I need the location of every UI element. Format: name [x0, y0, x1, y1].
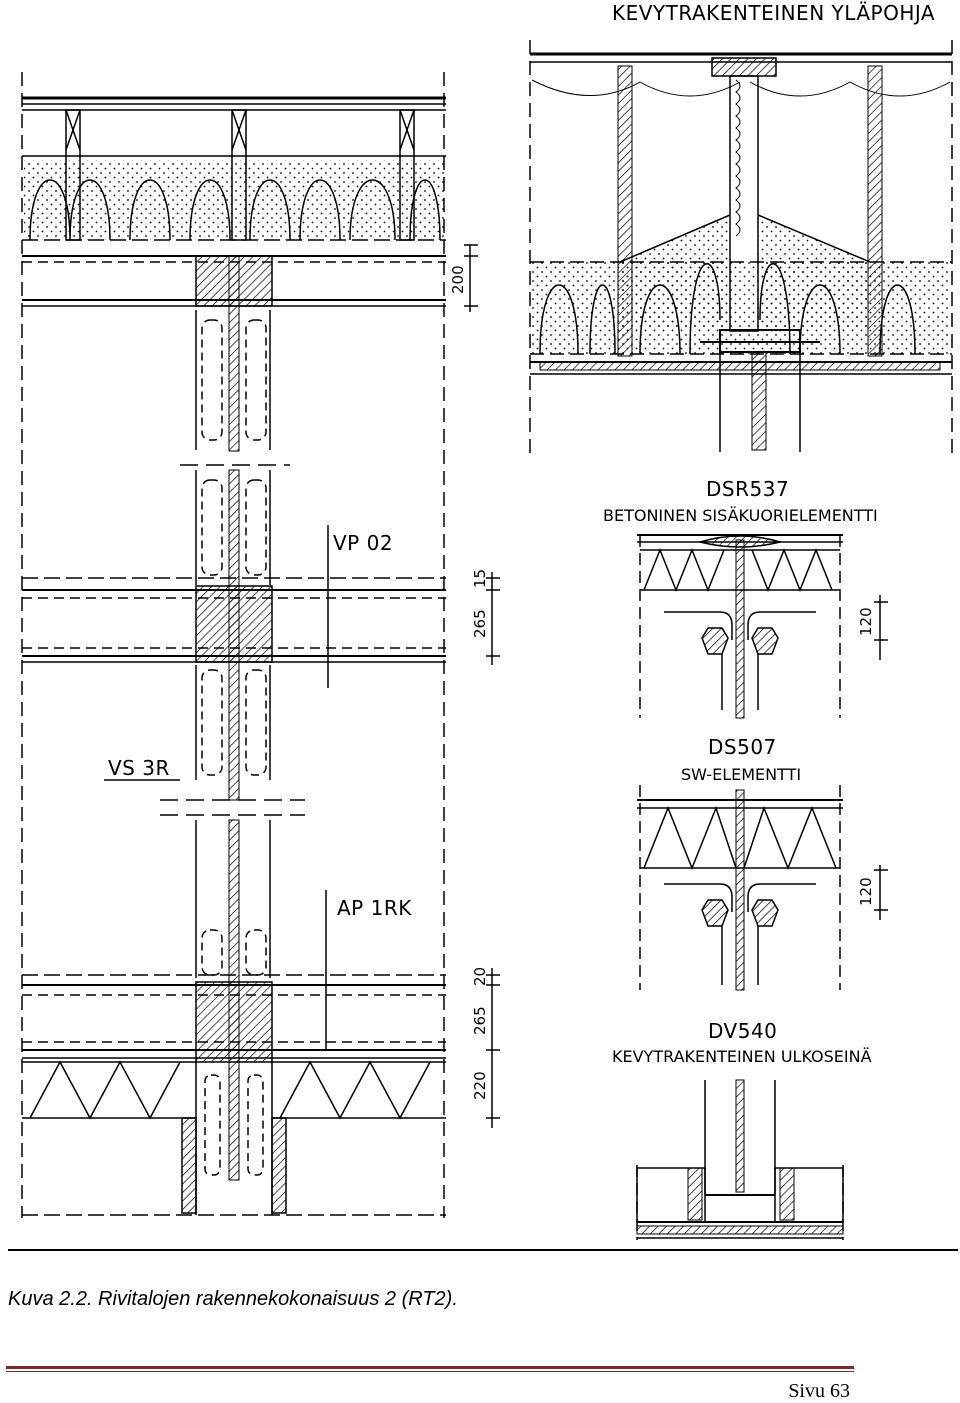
dsr537-name-label: BETONINEN SISÄKUORIELEMENTTI — [603, 506, 878, 525]
ds507-detail-drawing — [637, 785, 888, 991]
dsr537-detail-drawing — [637, 534, 888, 719]
ds507-name-label: SW-ELEMENTTI — [681, 765, 801, 784]
dv540-name-label: KEVYTRAKENTEINEN ULKOSEINÄ — [612, 1047, 872, 1066]
roof-detail-drawing — [529, 40, 953, 455]
ds507-code-label: DS507 — [708, 735, 777, 759]
dimension-15: 15 — [471, 569, 489, 588]
figure-caption: Kuva 2.2. Rivitalojen rakennekokonaisuus… — [8, 1288, 458, 1310]
roof-label: KEVYTRAKENTEINEN YLÄPOHJA — [612, 1, 935, 25]
dsr537-code-label: DSR537 — [706, 477, 789, 501]
dimension-220: 220 — [471, 1071, 489, 1100]
dv540-code-label: DV540 — [708, 1019, 777, 1043]
ap-label: AP 1RK — [337, 896, 412, 920]
dimension-120-ds: 120 — [857, 877, 875, 906]
dimension-lines — [464, 244, 500, 1128]
dimension-20: 20 — [471, 967, 489, 986]
caption-divider — [8, 1249, 958, 1251]
dimension-265-lower: 265 — [471, 1006, 489, 1035]
footer-divider-thick — [6, 1366, 854, 1369]
dv540-detail-drawing — [636, 1079, 844, 1240]
left-section-drawing — [21, 72, 446, 1218]
dimension-120-dsr: 120 — [857, 607, 875, 636]
dimension-200: 200 — [449, 265, 467, 294]
vs-label: VS 3R — [108, 756, 170, 780]
dimension-265-upper: 265 — [471, 609, 489, 638]
vp-label: VP 02 — [333, 531, 393, 555]
footer-divider-thin — [6, 1371, 854, 1372]
page-number: Sivu 63 — [788, 1380, 850, 1402]
construction-drawing: KEVYTRAKENTEINEN YLÄPOHJA DSR537 BETONIN… — [21, 1, 953, 1240]
